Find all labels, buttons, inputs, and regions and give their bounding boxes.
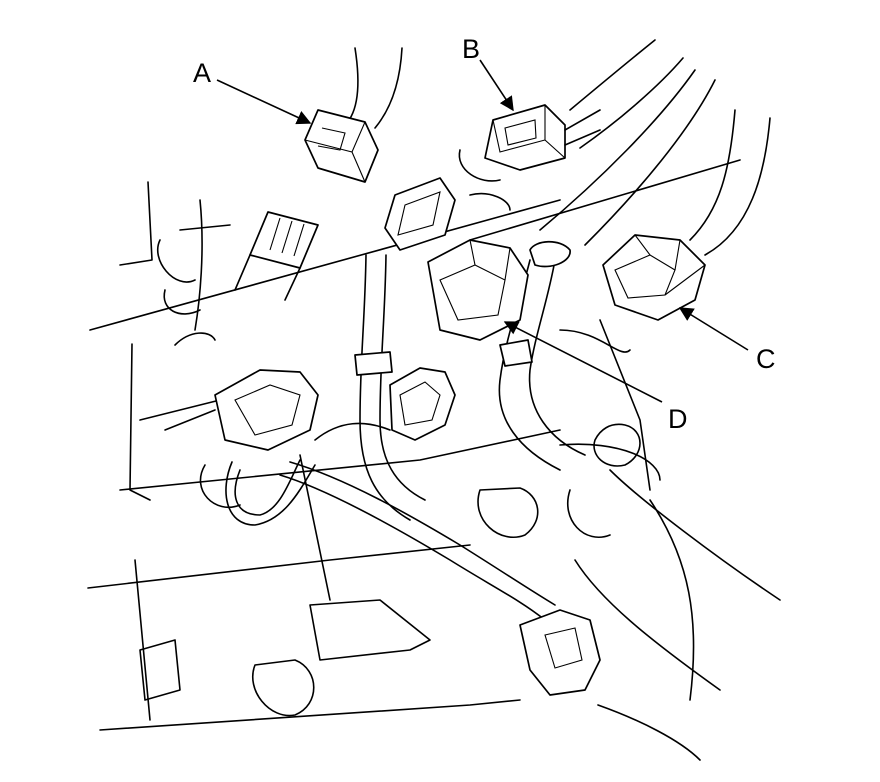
connector-b xyxy=(484,104,601,171)
callout-label-b: B xyxy=(462,34,480,64)
engine-body xyxy=(87,149,781,761)
arrow-b xyxy=(479,59,514,112)
arrow-c xyxy=(678,307,749,351)
connector-d xyxy=(427,239,529,341)
callout-label-d: D xyxy=(668,404,688,434)
callout-label-a: A xyxy=(193,58,211,88)
callout-label-c: C xyxy=(756,344,776,374)
arrow-a xyxy=(216,79,312,125)
connector-top-center xyxy=(384,177,456,251)
connector-a xyxy=(304,109,379,183)
connector-upper-left xyxy=(234,211,319,301)
wire-harness xyxy=(225,39,771,621)
connector-center xyxy=(389,367,456,441)
bracket-lower xyxy=(519,609,601,696)
connector-left xyxy=(214,369,319,451)
connector-c xyxy=(602,234,706,321)
arrow-d xyxy=(503,321,663,403)
callout-arrows xyxy=(216,59,749,403)
hose-clamp xyxy=(354,240,571,376)
